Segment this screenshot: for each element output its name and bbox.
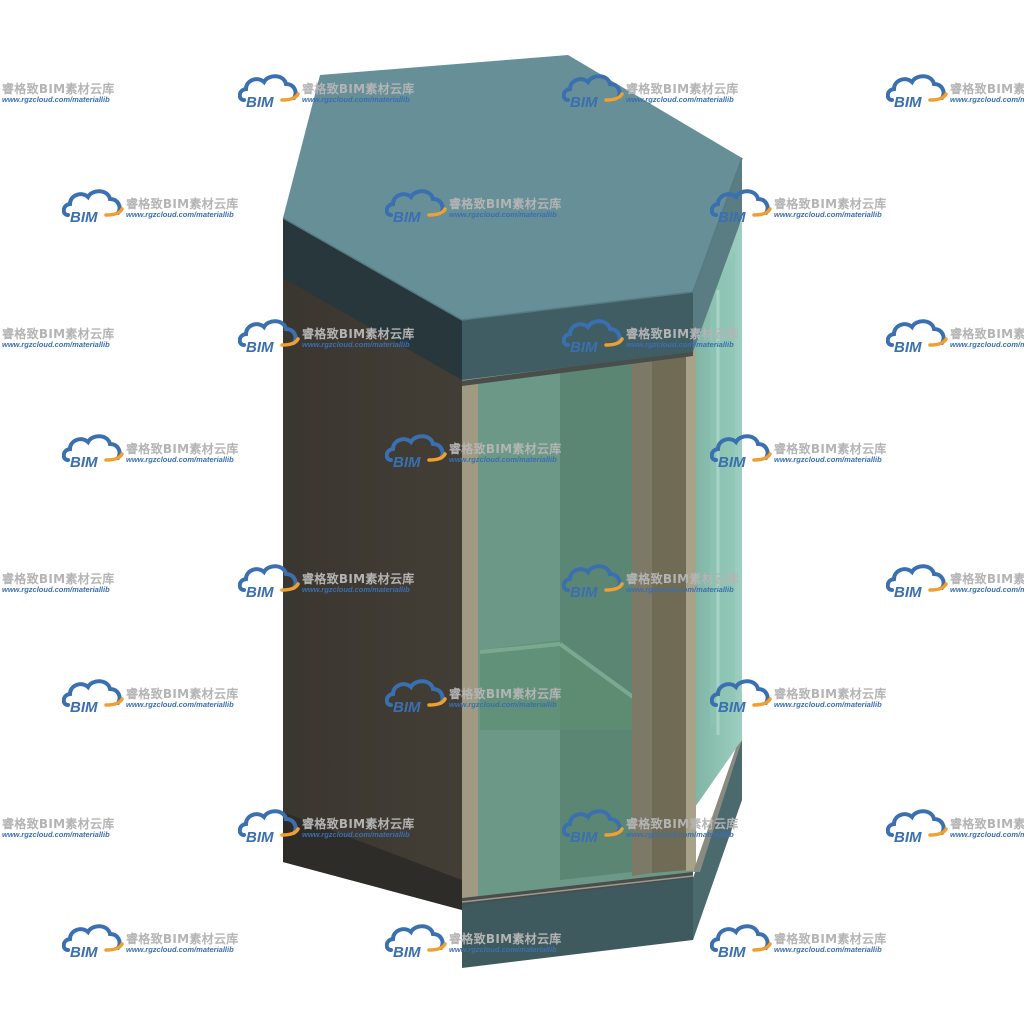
- roof-top-edge: [282, 157, 743, 321]
- left-wall-top-band: [283, 218, 462, 380]
- center-door-frame: [632, 357, 652, 876]
- right-door-panel: [652, 352, 688, 873]
- left-door-frame: [462, 378, 478, 905]
- glass-interior-ledge-2: [558, 642, 642, 704]
- glass-interior-floor: [480, 640, 640, 730]
- left-wall-bottom-band: [283, 812, 462, 910]
- glass-interior-ledge: [479, 642, 561, 654]
- base-right-side: [693, 740, 742, 940]
- roof-top: [283, 55, 742, 320]
- right-glass-inner-shade: [710, 250, 735, 730]
- left-wall: [283, 218, 462, 910]
- base-right-top: [693, 740, 742, 872]
- base-front-side: [462, 878, 693, 968]
- glass-interior-back-wall: [560, 362, 650, 880]
- right-door-frame: [686, 350, 696, 871]
- bottom-track-highlight: [461, 875, 694, 903]
